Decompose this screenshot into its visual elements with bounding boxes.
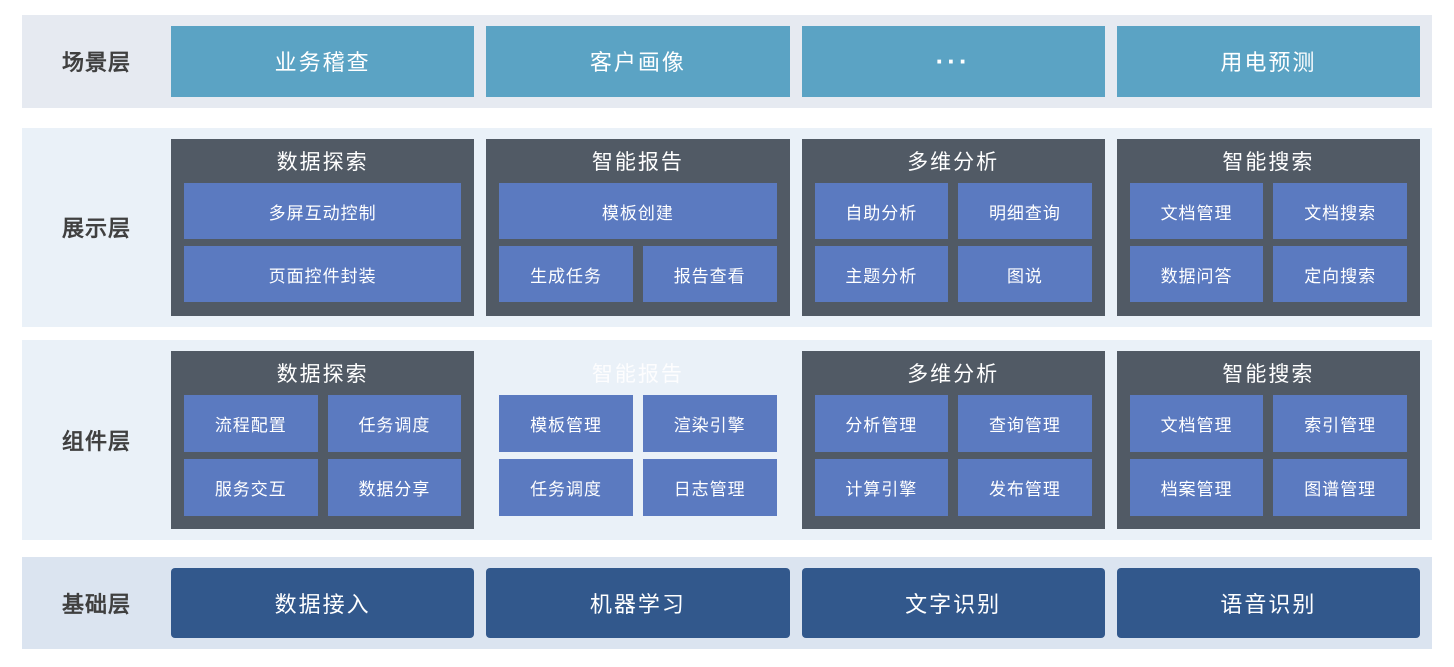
module-card-title: 多维分析 — [907, 362, 1000, 386]
module-card-muted[interactable]: 智能报告 模板管理 渲染引擎 任务调度 日志管理 — [486, 350, 790, 530]
module-tile[interactable]: 定向搜索 — [1273, 246, 1407, 302]
layer-label-scene: 场景层 — [61, 50, 131, 76]
module-card-title: 智能报告 — [591, 362, 684, 386]
module-card[interactable]: 智能报告 模板创建 生成任务 报告查看 — [486, 138, 790, 316]
module-tile[interactable]: 多屏互动控制 — [184, 183, 462, 239]
module-tile[interactable]: 图说 — [958, 246, 1092, 302]
module-card-title: 数据探索 — [276, 362, 369, 386]
module-card-title: 数据探索 — [276, 150, 369, 174]
module-card-title: 智能报告 — [591, 150, 684, 174]
module-tile[interactable]: 数据问答 — [1129, 246, 1264, 302]
module-tile[interactable]: 图谱管理 — [1273, 459, 1407, 516]
module-card[interactable]: 智能搜索 文档管理 索引管理 档案管理 图谱管理 — [1116, 350, 1420, 530]
layer-body-display: 数据探索 多屏互动控制 页面控件封装 智能报告 模板创建 生成任务 报告查看 多… — [171, 128, 1432, 327]
module-tile[interactable]: 页面控件封装 — [184, 246, 462, 302]
module-tile[interactable]: 主题分析 — [814, 246, 949, 302]
module-card[interactable]: 多维分析 分析管理 查询管理 计算引擎 发布管理 — [801, 350, 1105, 530]
module-card[interactable]: 数据探索 多屏互动控制 页面控件封装 — [171, 138, 475, 316]
module-tile[interactable]: 索引管理 — [1273, 395, 1407, 452]
layer-label-compose: 组件层 — [61, 428, 131, 454]
base-box[interactable]: 语音识别 — [1116, 568, 1420, 638]
layer-band-base: 基础层 数据接入 机器学习 文字识别 语音识别 — [22, 557, 1432, 649]
base-box[interactable]: 数据接入 — [171, 568, 475, 638]
module-tile[interactable]: 任务调度 — [327, 395, 462, 452]
module-tile[interactable]: 渲染引擎 — [642, 395, 777, 452]
layer-body-base: 数据接入 机器学习 文字识别 语音识别 — [171, 557, 1432, 649]
module-tile-grid: 文档管理 索引管理 档案管理 图谱管理 — [1129, 395, 1407, 516]
module-tile-grid: 文档管理 文档搜索 数据问答 定向搜索 — [1129, 183, 1407, 302]
base-box[interactable]: 文字识别 — [801, 568, 1105, 638]
layer-band-scene: 场景层 业务稽查 客户画像 ··· 用电预测 — [22, 15, 1432, 108]
module-card[interactable]: 多维分析 自助分析 明细查询 主题分析 图说 — [801, 138, 1105, 316]
module-tile[interactable]: 模板管理 — [499, 395, 633, 452]
module-tile[interactable]: 文档搜索 — [1273, 183, 1407, 239]
module-tile-grid: 分析管理 查询管理 计算引擎 发布管理 — [814, 395, 1092, 516]
scene-box-ellipsis[interactable]: ··· — [801, 26, 1105, 97]
module-card[interactable]: 数据探索 流程配置 任务调度 服务交互 数据分享 — [171, 350, 475, 530]
module-tile[interactable]: 生成任务 — [499, 246, 633, 302]
module-tile[interactable]: 报告查看 — [642, 246, 777, 302]
scene-box[interactable]: 用电预测 — [1116, 26, 1420, 97]
module-tile[interactable]: 文档管理 — [1129, 183, 1264, 239]
module-tile[interactable]: 计算引擎 — [814, 459, 949, 516]
scene-box[interactable]: 业务稽查 — [171, 26, 475, 97]
module-tile[interactable]: 自助分析 — [814, 183, 949, 239]
module-card[interactable]: 智能搜索 文档管理 文档搜索 数据问答 定向搜索 — [1116, 138, 1420, 316]
layer-label-base: 基础层 — [61, 592, 131, 618]
base-box[interactable]: 机器学习 — [486, 568, 790, 638]
module-tile[interactable]: 流程配置 — [184, 395, 318, 452]
module-tile[interactable]: 日志管理 — [642, 459, 777, 516]
module-tile[interactable]: 分析管理 — [814, 395, 949, 452]
module-tile[interactable]: 档案管理 — [1129, 459, 1264, 516]
layer-body-compose: 数据探索 流程配置 任务调度 服务交互 数据分享 智能报告 模板管理 渲染引擎 … — [171, 340, 1432, 541]
module-tile[interactable]: 发布管理 — [958, 459, 1092, 516]
layer-label-display: 展示层 — [61, 216, 131, 242]
module-tile-grid: 流程配置 任务调度 服务交互 数据分享 — [184, 395, 462, 516]
module-tile[interactable]: 任务调度 — [499, 459, 633, 516]
layer-band-compose: 组件层 数据探索 流程配置 任务调度 服务交互 数据分享 智能报告 模板管理 渲… — [22, 339, 1432, 541]
module-card-title: 智能搜索 — [1222, 150, 1315, 174]
module-tile[interactable]: 数据分享 — [327, 459, 462, 516]
module-tile[interactable]: 服务交互 — [184, 459, 318, 516]
module-tile[interactable]: 模板创建 — [499, 183, 777, 239]
module-card-title: 智能搜索 — [1222, 362, 1315, 386]
scene-box[interactable]: 客户画像 — [486, 26, 790, 97]
module-tile[interactable]: 查询管理 — [958, 395, 1092, 452]
module-tile[interactable]: 文档管理 — [1129, 395, 1264, 452]
module-tile-grid: 模板管理 渲染引擎 任务调度 日志管理 — [499, 395, 777, 516]
module-tile[interactable]: 明细查询 — [958, 183, 1092, 239]
layer-body-scene: 业务稽查 客户画像 ··· 用电预测 — [171, 15, 1432, 108]
module-tile-grid: 模板创建 生成任务 报告查看 — [499, 183, 777, 302]
module-tile-grid: 多屏互动控制 页面控件封装 — [184, 183, 462, 302]
module-card-title: 多维分析 — [907, 150, 1000, 174]
module-tile-grid: 自助分析 明细查询 主题分析 图说 — [814, 183, 1092, 302]
layer-band-display: 展示层 数据探索 多屏互动控制 页面控件封装 智能报告 模板创建 生成任务 报告… — [22, 127, 1432, 327]
